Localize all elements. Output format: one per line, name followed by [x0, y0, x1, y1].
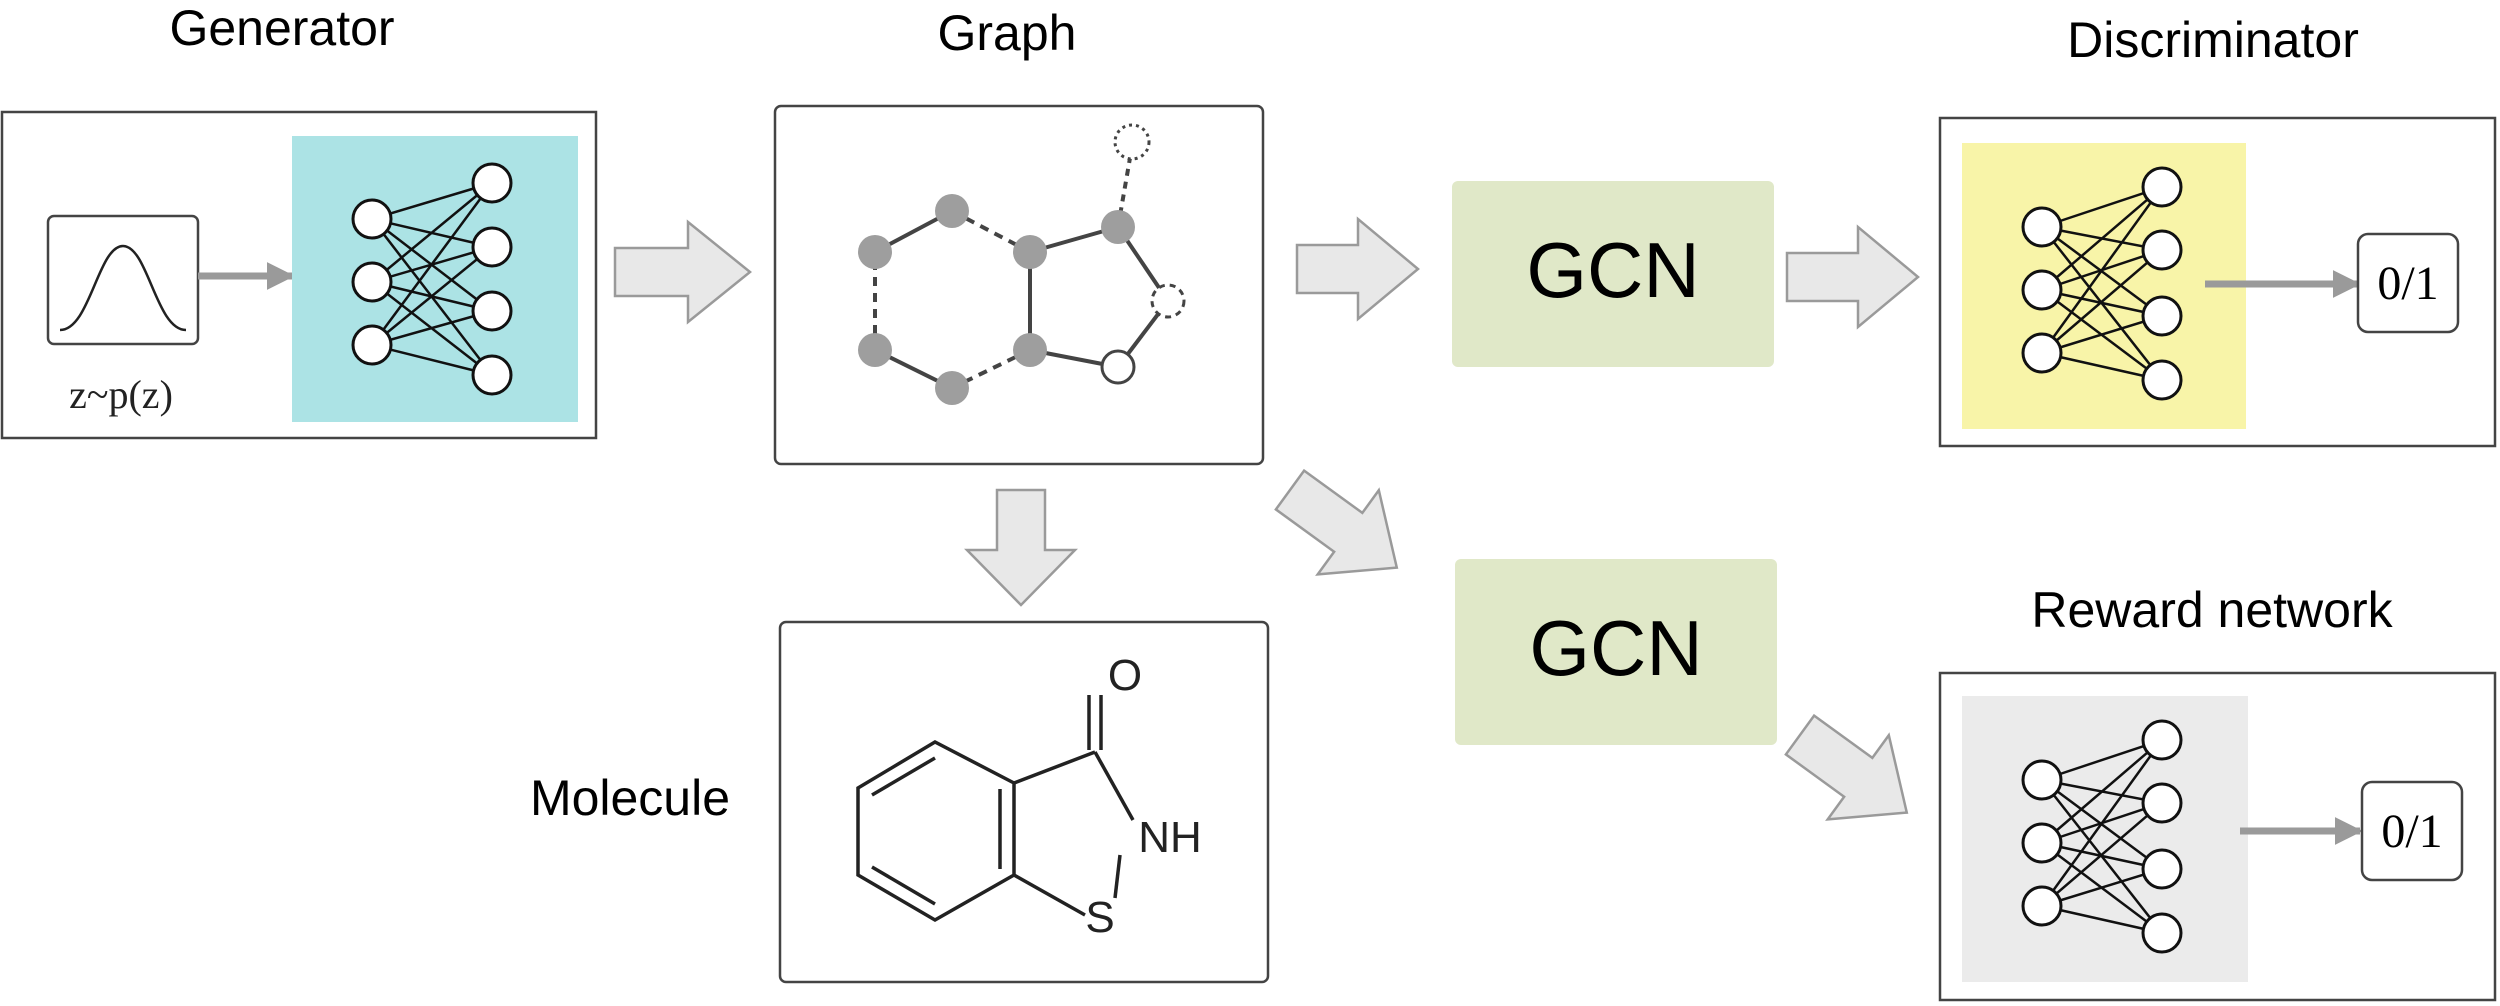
nn-node [2021, 269, 2063, 311]
nn-edge [2041, 867, 2163, 908]
graph-panel [773, 104, 1265, 466]
gcn-bottom-box [1455, 559, 1777, 745]
nn-edge [371, 181, 493, 221]
discriminator-neural-net [2021, 166, 2183, 401]
nn-node [2021, 885, 2063, 927]
discriminator-output-box [2356, 232, 2460, 334]
graph-node-open [1100, 349, 1136, 385]
gcn-top-box [1452, 181, 1774, 367]
gcn-top-label: GCN [1526, 226, 1699, 314]
reward-output-box [2360, 780, 2464, 882]
graph-nodes [858, 123, 1186, 405]
discriminator-output-label: 0/1 [2377, 257, 2438, 310]
nn-node [2021, 759, 2063, 801]
graph-node [935, 194, 969, 228]
reward-network-panel: 0/1 [1938, 671, 2497, 1002]
graph-title: Graph [938, 5, 1077, 61]
generator-panel: z~p(z) [0, 110, 598, 440]
discriminator-network-bg [1962, 143, 2246, 429]
graph-node [1013, 235, 1047, 269]
nn-edge [2041, 738, 2163, 782]
nn-edge [370, 182, 494, 346]
nn-node [351, 261, 393, 303]
nn-edge [2041, 185, 2163, 229]
arrow-graph-to-gcn-top [1295, 216, 1420, 322]
nn-node [2021, 332, 2063, 374]
reward-neural-net [2021, 719, 2183, 954]
discriminator-title: Discriminator [2067, 12, 2359, 68]
graph-node [935, 371, 969, 405]
reward-output-label: 0/1 [2381, 805, 2442, 858]
nn-node [2141, 719, 2183, 761]
nn-edge [2041, 314, 2163, 355]
reward-network-bg [1962, 696, 2248, 982]
nn-node [471, 290, 513, 332]
nh-label: NH [1138, 813, 1202, 862]
nn-node [471, 226, 513, 268]
nn-node [2141, 782, 2183, 824]
discriminator-panel: 0/1 [1938, 116, 2497, 448]
nn-node [471, 162, 513, 204]
arrow-graph-to-molecule [964, 488, 1078, 607]
nn-edge [2041, 802, 2163, 907]
nn-node [2141, 295, 2183, 337]
nn-edge [371, 182, 493, 283]
nn-edge [2041, 739, 2163, 844]
nn-node [351, 198, 393, 240]
nn-node [2021, 206, 2063, 248]
nn-node [2141, 848, 2183, 890]
distribution-label: z~p(z) [69, 372, 173, 417]
nn-node [2141, 359, 2183, 401]
nn-node [2141, 912, 2183, 954]
sulfur-label: S [1085, 893, 1114, 942]
arrow-gcn-to-reward [1784, 713, 1909, 821]
arrow-generator-to-graph [613, 219, 752, 325]
nn-edge [2041, 186, 2163, 291]
nn-edge [2041, 249, 2163, 354]
reward-network-title: Reward network [2031, 582, 2393, 638]
nn-edge [371, 309, 493, 347]
generator-title: Generator [169, 0, 394, 56]
nn-node [2141, 166, 2183, 208]
graph-node-dashed [1150, 283, 1186, 319]
nn-edge [371, 343, 493, 377]
nn-node [2021, 822, 2063, 864]
molecule-panel: O NH S [778, 620, 1270, 984]
arrow-gcn-to-discriminator [1785, 224, 1920, 330]
gaussian-curve [59, 244, 187, 332]
distribution-plot [46, 214, 200, 346]
graph-node [1101, 210, 1135, 244]
nn-node [2141, 229, 2183, 271]
nn-node [471, 354, 513, 396]
graph-node [858, 235, 892, 269]
nn-edge [2040, 739, 2164, 907]
graph-node [1013, 333, 1047, 367]
generator-network-bg [292, 136, 578, 422]
nn-edge [2040, 186, 2164, 354]
nn-node [351, 324, 393, 366]
molecule-structure [856, 695, 1135, 923]
generator-neural-net [351, 162, 513, 396]
graph-node-dotted [1113, 123, 1151, 161]
oxygen-label: O [1108, 651, 1142, 700]
gcn-bottom-label: GCN [1529, 604, 1702, 692]
nn-edge [371, 246, 493, 346]
arrow-graph-to-gcn-bottom [1274, 468, 1399, 576]
graph-node [858, 333, 892, 367]
molecule-title: Molecule [530, 770, 730, 826]
